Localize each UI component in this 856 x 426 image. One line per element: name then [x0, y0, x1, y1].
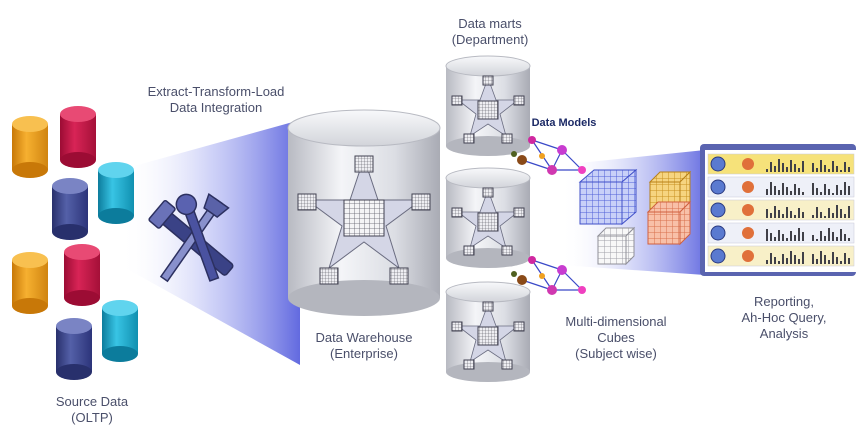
source-label-line1: Source Data: [56, 394, 129, 409]
dashboard-rows: [707, 153, 855, 267]
etl-label-line2: Data Integration: [170, 100, 263, 115]
database-star-schema-icon: [287, 109, 441, 316]
cubes-label-line1: Multi-dimensional: [565, 314, 666, 329]
reporting-label-line2: Ah-Hoc Query,: [741, 310, 826, 325]
warehouse-label-line2: (Enterprise): [330, 346, 398, 361]
source-label-line2: (OLTP): [71, 410, 113, 425]
cube-grid-icon: [578, 168, 692, 266]
warehouse-label-line1: Data Warehouse: [315, 330, 412, 345]
data-models-label: Data Models: [532, 117, 597, 129]
data-mart-mart3: [445, 281, 531, 382]
reporting-label-line3: Analysis: [760, 326, 809, 341]
etl-label-line1: Extract-Transform-Load: [148, 84, 285, 99]
marts-label-line1: Data marts: [458, 16, 522, 31]
tools-icon: [148, 192, 234, 283]
data-mart-cylinders: [445, 55, 531, 382]
network-graph-icon: [511, 136, 586, 295]
source-data-icon: [12, 106, 138, 380]
marts-label-line2: (Department): [452, 32, 529, 47]
etl-beam: [120, 120, 300, 365]
reporting-label-line1: Reporting,: [754, 294, 814, 309]
cubes-label-line2: Cubes: [597, 330, 635, 345]
cubes-label-line3: (Subject wise): [575, 346, 657, 361]
data-mart-mart1: [445, 55, 531, 156]
dashboard-screen-icon: [700, 144, 856, 276]
data-mart-mart2: [445, 167, 531, 268]
